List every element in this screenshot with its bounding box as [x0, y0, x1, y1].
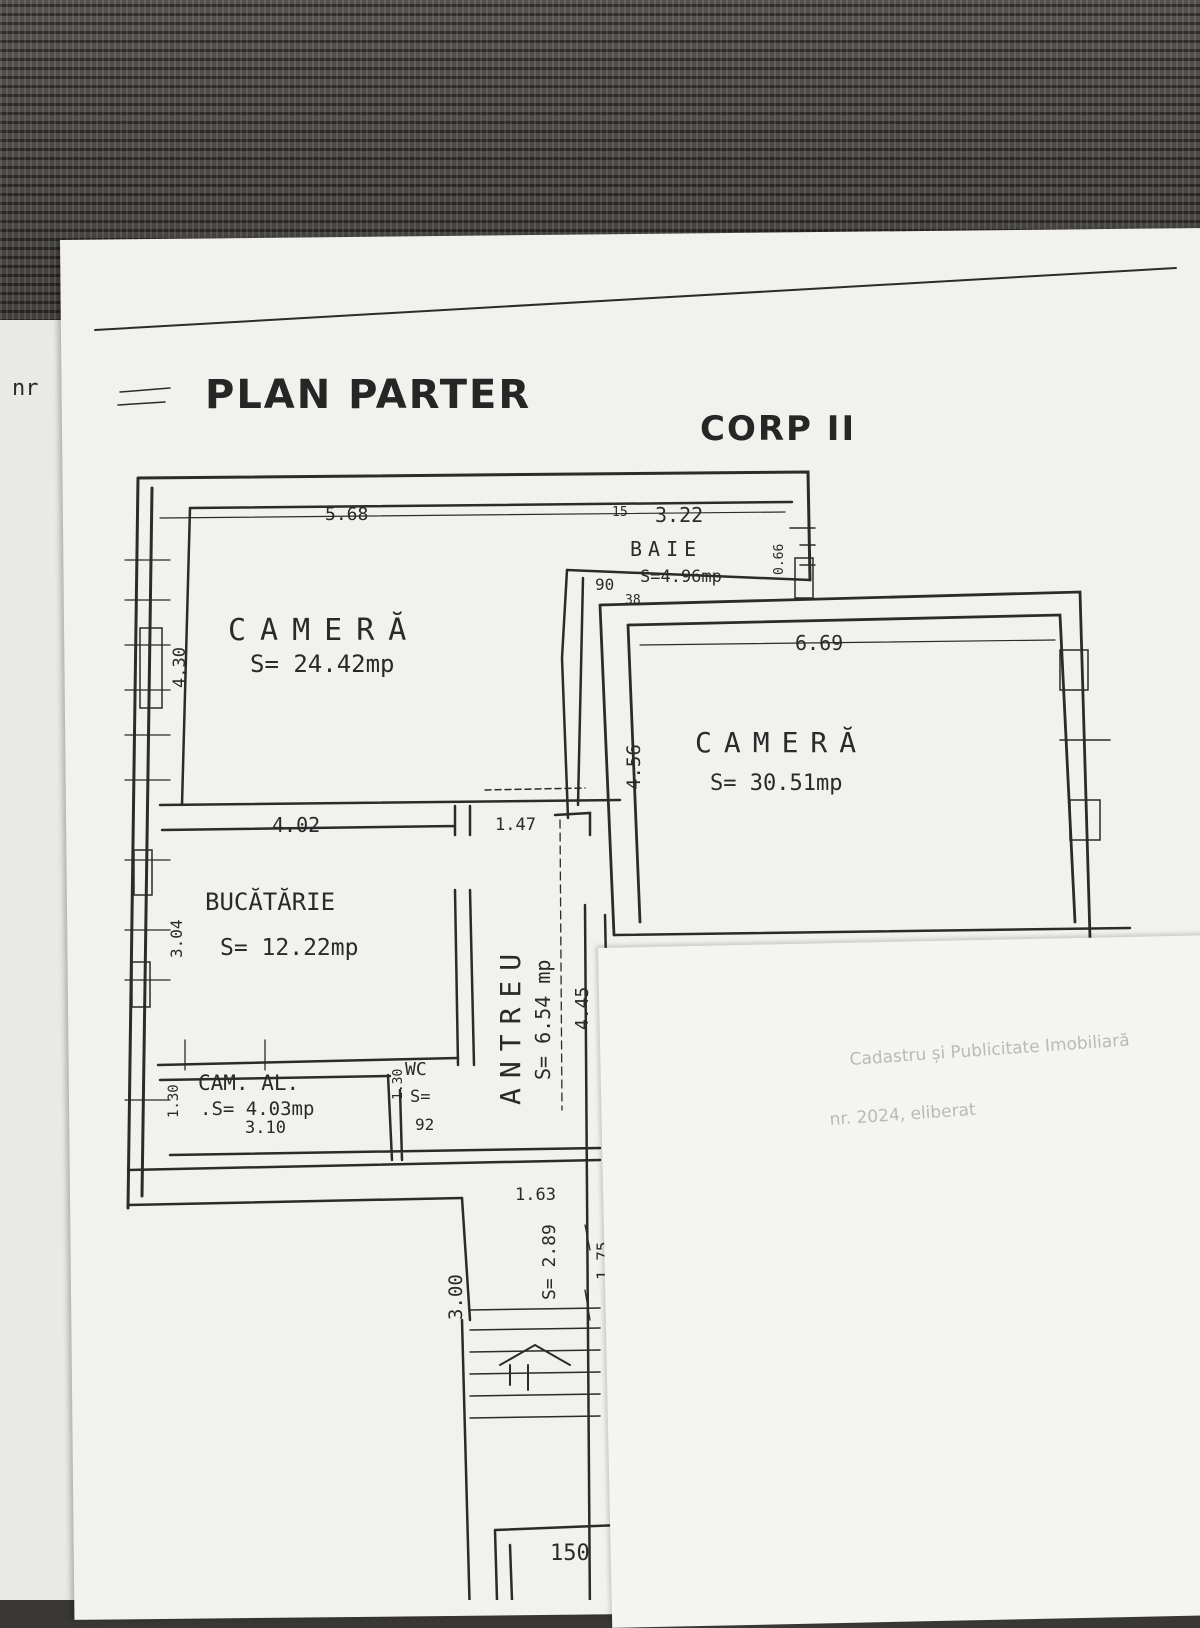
dim-15: 15 — [612, 505, 628, 520]
dim-3-00: 3.00 — [445, 1274, 467, 1320]
room-area-bucatarie: S= 12.22mp — [220, 935, 358, 961]
dim-4-56: 4.56 — [623, 744, 645, 790]
plan-subtitle: CORP II — [700, 409, 856, 449]
room-name-antreu: ANTREU — [494, 944, 527, 1105]
dim-6-69: 6.69 — [795, 631, 843, 655]
dim-150: 150 — [550, 1541, 590, 1566]
room-area-antreu: S= 6.54 mp — [531, 960, 555, 1080]
room-name-camera-1: CAMERĂ — [228, 612, 420, 648]
dim-3-22: 3.22 — [655, 503, 703, 527]
dim-0-66: 0.66 — [772, 544, 787, 575]
dim-3-10: 3.10 — [245, 1118, 286, 1138]
room-area-camera-2: S= 30.51mp — [710, 771, 842, 796]
right-room-walls — [598, 590, 1092, 940]
dim-1-30-camara: 1.30 — [166, 1084, 182, 1118]
dim-92: 92 — [415, 1115, 434, 1134]
dim-1-47: 1.47 — [495, 815, 536, 835]
dim-4-02: 4.02 — [272, 813, 320, 837]
room-name-camera-2: CAMERĂ — [695, 725, 868, 759]
dim-38: 38 — [625, 593, 641, 608]
room-area-hall: S= 2.89 — [539, 1224, 560, 1300]
dim-5-68: 5.68 — [325, 504, 368, 525]
dim-4-30: 4.30 — [170, 647, 190, 688]
dim-4-45: 4.45 — [572, 987, 593, 1030]
dim-90: 90 — [595, 575, 614, 594]
dim-1-30-wc: 1.30 — [391, 1069, 406, 1100]
sheet-border-line — [94, 267, 1177, 331]
room-area-baie: S=4.96mp — [640, 567, 722, 587]
plan-title: PLAN PARTER — [205, 372, 531, 418]
overlay-faint-line-2: nr. 2024, eliberat — [829, 1100, 977, 1130]
room-name-baie: BAIE — [630, 537, 702, 561]
room-name-wc: WC — [405, 1059, 427, 1080]
overlay-faint-line-1: Cadastru și Publicitate Imobiliară — [849, 1030, 1130, 1070]
room-name-bucatarie: BUCĂTĂRIE — [205, 887, 335, 916]
dim-1-63: 1.63 — [515, 1185, 556, 1205]
margin-mark: nr — [12, 376, 39, 401]
room-area-wc: S= — [410, 1087, 430, 1107]
room-area-camara: .S= 4.03mp — [200, 1098, 314, 1120]
room-name-camara: CAM. AL. — [198, 1071, 299, 1095]
dim-3-04: 3.04 — [167, 919, 186, 958]
room-area-camera-1: S= 24.42mp — [250, 650, 395, 678]
